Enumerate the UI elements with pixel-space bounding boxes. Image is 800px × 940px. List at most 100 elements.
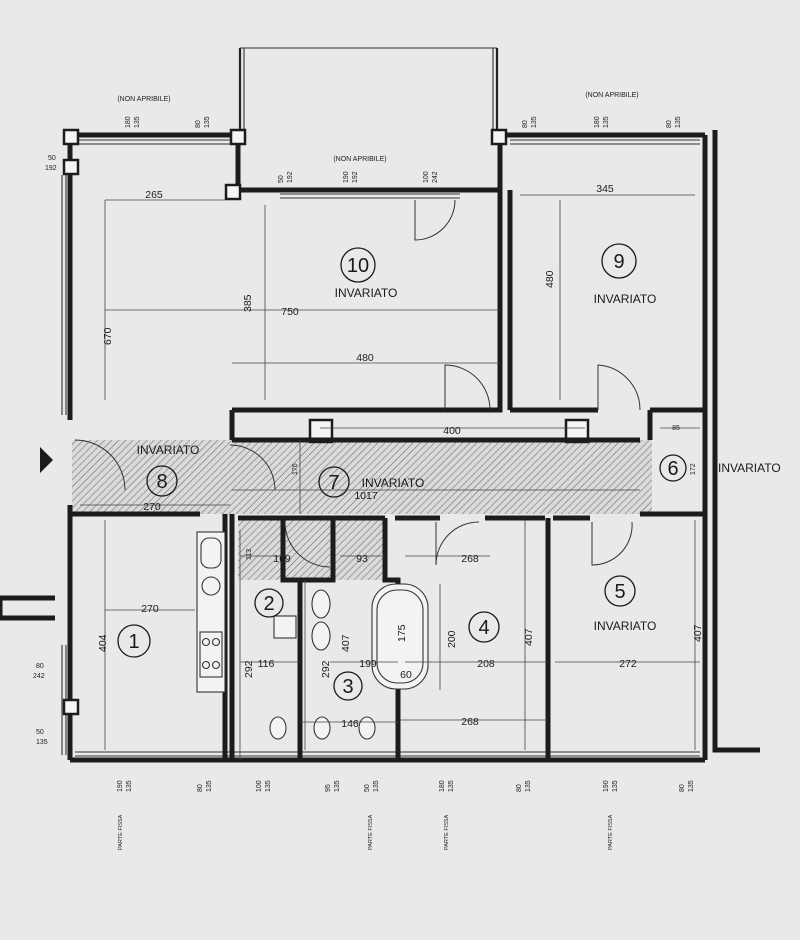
dim-bw2-b: 135 [206,780,213,792]
dim-bw1-a: 190 [117,780,124,792]
room-9-number: 9 [613,251,624,273]
dim-w-tr-e: 80 [666,120,673,128]
dim-cent-d: 192 [352,171,359,183]
room-7-status: INVARIATO [362,476,425,490]
dim-cent-b: 192 [287,171,294,183]
dim-116: 116 [258,658,275,670]
dim-270-corridor: 270 [143,501,161,513]
room-8-number: 8 [156,471,167,493]
pillars [62,128,590,716]
dim-cent-f: 242 [432,171,439,183]
dim-bw7-b: 135 [525,780,532,792]
dim-left-top-a: 50 [48,155,56,162]
dim-w-tl-d: 135 [204,116,211,128]
dim-w-tl-a: 180 [125,116,132,128]
dim-199: 199 [359,658,377,670]
dim-172: 172 [690,463,697,475]
note-parte-fissa-3: PARTE FISSA [444,814,450,850]
dim-200: 200 [446,630,458,648]
dim-169: 169 [273,553,291,565]
room-3-number: 3 [342,676,353,698]
dimension-lines [80,194,700,760]
note-non-apribile-left: (NON APRIBILE) [117,96,170,103]
dim-bw5-b: 135 [373,780,380,792]
room-1-number: 1 [128,631,139,653]
dim-407-bath: 407 [340,634,352,652]
note-parte-fissa-4: PARTE FISSA [608,814,614,850]
room-5-number: 5 [614,581,625,603]
dim-176: 176 [292,463,299,475]
dim-bw4-b: 135 [334,780,341,792]
dim-w-tr-a: 80 [522,120,529,128]
dim-480-horizontal: 480 [356,352,374,364]
dim-w-tr-d: 135 [603,116,610,128]
dim-w-tl-b: 135 [134,116,141,128]
room-10-number: 10 [347,255,369,277]
dim-w-tr-c: 180 [594,116,601,128]
dim-bw2-a: 80 [197,784,204,792]
dim-265: 265 [145,189,163,201]
dim-208: 208 [477,658,495,670]
room-4-number: 4 [478,617,489,639]
note-non-apribile-center: (NON APRIBILE) [333,156,386,163]
dim-113: 113 [246,549,253,560]
dim-bw5-a: 50 [364,784,371,792]
dim-cent-e: 100 [423,171,430,183]
dim-404: 404 [97,634,109,652]
room-7-number: 7 [328,472,339,494]
dim-bw8-b: 135 [612,780,619,792]
dim-400: 400 [443,425,461,437]
dim-85: 85 [672,425,680,432]
dim-345: 345 [596,183,614,195]
entrance-arrow-icon [40,447,53,473]
dim-1017: 1017 [354,490,378,502]
room-9-status: INVARIATO [594,292,657,306]
note-parte-fissa-2: PARTE FISSA [368,814,374,850]
room-10-status: INVARIATO [335,286,398,300]
fixtures [196,531,429,740]
dim-60: 60 [400,669,412,681]
dim-w-tr-f: 135 [675,116,682,128]
room-markers [117,243,687,701]
dim-272: 272 [619,658,637,670]
dim-bw3-b: 135 [265,780,272,792]
dim-bw3-a: 100 [256,780,263,792]
dim-bw7-a: 80 [516,784,523,792]
dim-268-bottom: 268 [461,716,479,728]
dim-480-vertical: 480 [544,270,556,288]
dim-407-room5: 407 [692,624,704,642]
room-6-status: INVARIATO [718,461,781,475]
dim-146: 146 [341,718,359,730]
dim-175: 175 [396,624,408,642]
dim-lw-a: 80 [36,663,44,670]
window-tracks [61,139,700,757]
dim-bw4-a: 95 [325,784,332,792]
dim-w-tr-b: 135 [531,116,538,128]
note-non-apribile-right: (NON APRIBILE) [585,92,638,99]
dim-left-top-b: 192 [45,165,57,172]
doors [74,199,641,568]
dim-bw9-a: 80 [679,784,686,792]
room-5-status: INVARIATO [594,619,657,633]
dim-268-top: 268 [461,553,479,565]
room-6-number: 6 [667,458,678,480]
dim-bw8-a: 190 [603,780,610,792]
dim-93: 93 [356,553,368,565]
dim-270-kitchen: 270 [141,603,159,615]
dim-385: 385 [242,294,254,312]
dim-lw2-b: 135 [36,739,48,746]
dim-750: 750 [281,306,299,318]
dim-bw9-b: 135 [688,780,695,792]
dim-292-left: 292 [243,660,255,678]
dim-407-room4: 407 [523,628,535,646]
dim-670: 670 [102,327,114,345]
note-parte-fissa-1: PARTE FISSA [118,814,124,850]
dim-292-right: 292 [320,660,332,678]
hatched-areas [72,440,652,580]
dim-cent-a: 50 [278,175,285,183]
dim-lw2-a: 50 [36,729,44,736]
room-2-number: 2 [263,593,274,615]
dim-bw6-b: 135 [448,780,455,792]
dim-w-tl-c: 80 [195,120,202,128]
